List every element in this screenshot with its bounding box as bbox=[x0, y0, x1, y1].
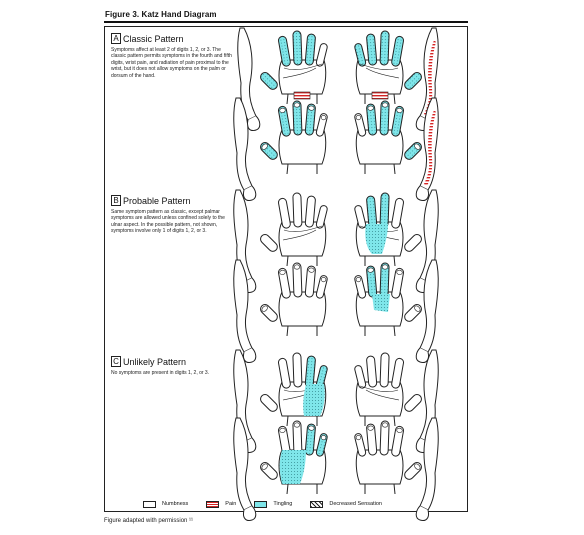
legend-numbness-label: Numbness bbox=[162, 501, 189, 507]
legend: Numbness Pain Tingling Decreased Sensati… bbox=[143, 498, 468, 510]
pattern-b-description: Same symptom pattern as classic, except … bbox=[111, 209, 225, 235]
arm-a-row1-left bbox=[237, 27, 261, 131]
hand-a3 bbox=[260, 100, 328, 175]
figure-frame bbox=[104, 26, 468, 512]
pattern-b-letter: B bbox=[111, 195, 121, 206]
pattern-a-name: Classic Pattern bbox=[123, 33, 184, 44]
hand-b3 bbox=[260, 262, 328, 337]
hand-a4 bbox=[354, 100, 422, 175]
legend-tingling-item: Tingling bbox=[254, 500, 293, 508]
arm-c-row2-right bbox=[415, 417, 439, 521]
hand-b1 bbox=[260, 192, 328, 267]
title-rule bbox=[104, 21, 468, 23]
legend-numbness-item: Numbness bbox=[143, 500, 189, 508]
pattern-c-name: Unlikely Pattern bbox=[123, 356, 187, 367]
legend-numbness-swatch bbox=[143, 500, 156, 508]
arm-a-row2-left bbox=[233, 97, 257, 201]
pattern-b-heading: B Probable Pattern bbox=[111, 195, 235, 206]
arm-a-row2-right bbox=[415, 97, 439, 201]
pattern-c-description: No symptoms are present in digits 1, 2, … bbox=[111, 370, 210, 376]
pattern-a: A Classic Pattern Symptoms affect at lea… bbox=[111, 33, 235, 79]
pattern-b: B Probable Pattern Same symptom pattern … bbox=[111, 195, 235, 235]
pattern-a-description: Symptoms affect at least 2 of digits 1, … bbox=[111, 47, 232, 79]
arm-b-row2-right bbox=[415, 259, 439, 363]
figure-title: Figure 3. Katz Hand Diagram bbox=[105, 10, 217, 19]
hand-a2 bbox=[354, 30, 422, 105]
pattern-a-letter: A bbox=[111, 33, 121, 44]
hand-c1 bbox=[260, 352, 328, 427]
legend-tingling-label: Tingling bbox=[273, 501, 293, 507]
hand-b4 bbox=[354, 262, 422, 337]
legend-tingling-swatch bbox=[254, 500, 268, 508]
legend-decreased-item: Decreased Sensation bbox=[310, 500, 382, 508]
hand-c3 bbox=[260, 420, 328, 495]
pattern-c-letter: C bbox=[111, 356, 121, 367]
legend-decreased-label: Decreased Sensation bbox=[329, 501, 382, 507]
legend-pain-item: Pain bbox=[206, 500, 237, 508]
hand-b2 bbox=[354, 192, 422, 267]
figure-caption: Figure adapted with permission ¹¹ bbox=[104, 518, 194, 524]
legend-pain-label: Pain bbox=[225, 501, 237, 507]
pattern-c-heading: C Unlikely Pattern bbox=[111, 356, 235, 367]
hand-c2 bbox=[354, 352, 422, 427]
pattern-a-heading: A Classic Pattern bbox=[111, 33, 235, 44]
arm-c-row2-left bbox=[233, 417, 257, 521]
arm-b-row2-left bbox=[233, 259, 257, 363]
hand-c4 bbox=[354, 420, 422, 495]
pattern-c: C Unlikely Pattern No symptoms are prese… bbox=[111, 356, 235, 376]
legend-decreased-swatch bbox=[310, 500, 324, 508]
hand-a1 bbox=[260, 30, 328, 105]
legend-pain-swatch bbox=[206, 500, 220, 508]
pattern-b-name: Probable Pattern bbox=[123, 195, 191, 206]
